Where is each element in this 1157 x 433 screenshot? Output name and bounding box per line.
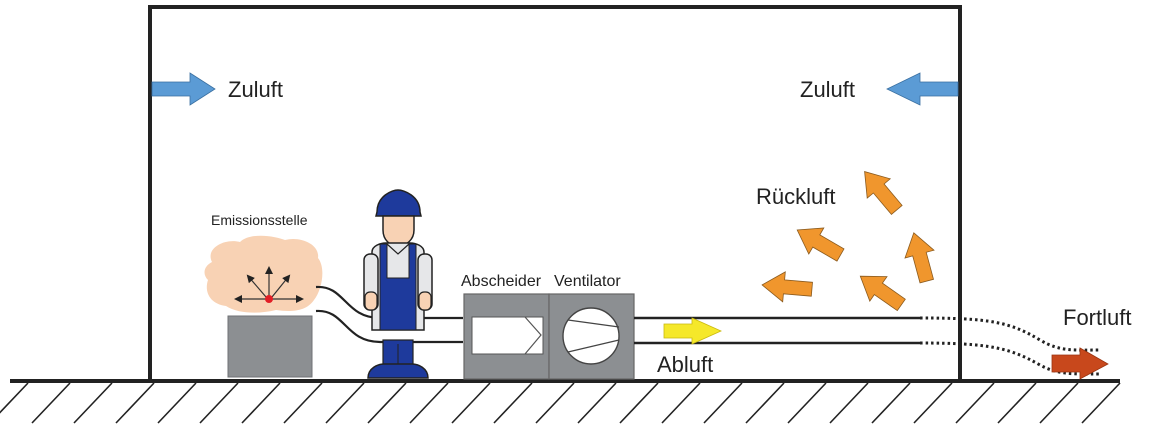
hatch-line: [409, 382, 449, 424]
extract-air-label: Abluft: [657, 352, 713, 377]
hatch-line: [955, 382, 995, 424]
hatch-line: [493, 382, 533, 424]
worker-figure: [363, 189, 433, 379]
supply-air-arrow-right: [886, 72, 959, 106]
hatch-line: [745, 382, 785, 424]
hatch-line: [115, 382, 155, 424]
hatch-line: [703, 382, 743, 424]
fan-label: Ventilator: [554, 273, 621, 290]
hatch-line: [535, 382, 575, 424]
hatch-line: [913, 382, 953, 424]
recirculation-arrow: [864, 171, 903, 215]
hatch-line: [661, 382, 701, 424]
extract-air-arrow: [663, 317, 722, 345]
hatch-line: [241, 382, 281, 424]
recirculation-arrow: [761, 271, 813, 303]
emission-spread-arrows: [234, 266, 304, 303]
hatch-line: [157, 382, 197, 424]
supply-air-label-left: Zuluft: [228, 77, 283, 102]
recirculation-arrow: [904, 232, 935, 284]
separator-unit: [463, 293, 550, 380]
recirculation-arrows: [761, 171, 935, 312]
hatch-line: [871, 382, 911, 424]
emission-machine: [227, 315, 313, 378]
recirculation-arrow: [859, 275, 906, 312]
emission-cloud: [204, 235, 323, 313]
hatch-line: [73, 382, 113, 424]
hatch-line: [1039, 382, 1079, 424]
hatch-line: [325, 382, 365, 424]
emission-point: [265, 295, 273, 303]
exhaust-duct: [634, 316, 920, 345]
ground-hatching: [0, 382, 1121, 424]
hatch-line: [0, 382, 29, 414]
ground: [0, 379, 1121, 424]
hatch-line: [31, 382, 71, 424]
fan-wheel: [562, 307, 620, 365]
supply-air-arrow-left: [151, 72, 216, 106]
worker-boots: [367, 363, 429, 379]
fan-unit: [548, 293, 635, 380]
hatch-line: [577, 382, 617, 424]
filter-element: [471, 316, 544, 355]
hatch-line: [367, 382, 407, 424]
exhaust-air-label: Fortluft: [1063, 305, 1131, 330]
hatch-line: [829, 382, 869, 424]
hatch-line: [1081, 382, 1121, 424]
hatch-line: [619, 382, 659, 424]
worker-face: [382, 215, 415, 247]
exhaust-air-arrow: [1051, 347, 1109, 380]
hatch-line: [451, 382, 491, 424]
hatch-line: [199, 382, 239, 424]
worker-helmet: [375, 189, 422, 217]
emission-source-label: Emissionsstelle: [211, 212, 308, 228]
recirculation-arrow: [796, 227, 845, 262]
hatch-line: [787, 382, 827, 424]
hatch-line: [997, 382, 1037, 424]
supply-air-label-right: Zuluft: [800, 77, 855, 102]
hall-walls: [148, 5, 962, 381]
exhaust-duct-continuation: [919, 316, 1101, 376]
separator-label: Abscheider: [461, 273, 542, 290]
hatch-line: [283, 382, 323, 424]
recirculated-air-label: Rückluft: [756, 184, 835, 209]
